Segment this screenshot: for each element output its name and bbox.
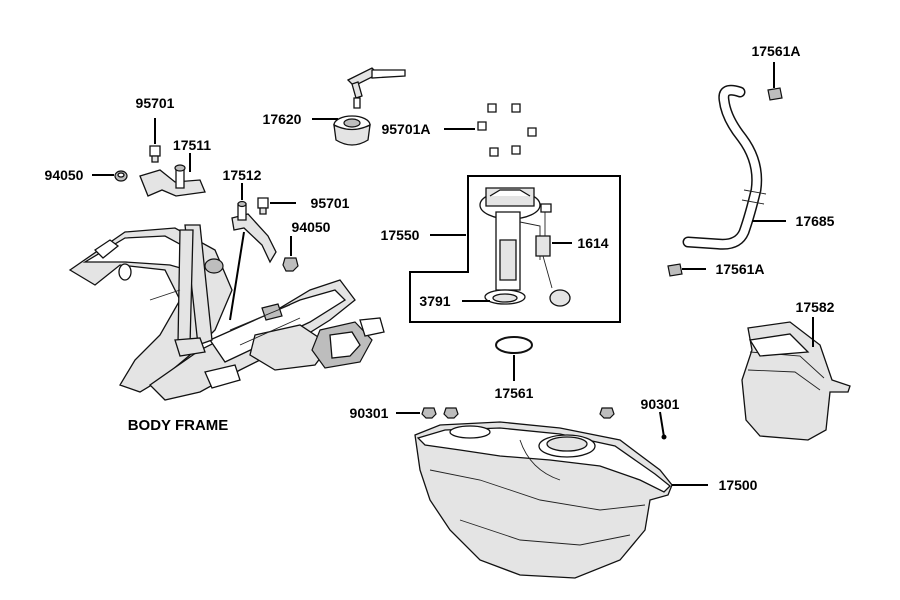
- label-17561: 17561: [495, 385, 534, 401]
- fuel-pump-17550: [479, 187, 541, 305]
- bolts-95701a: [477, 103, 537, 157]
- label-body-frame: BODY FRAME: [128, 417, 229, 434]
- label-95701a: 95701A: [381, 121, 430, 137]
- label-95701-top: 95701: [136, 95, 175, 111]
- bracket-17511: [139, 164, 206, 197]
- fuel-level-sender-1614: [535, 203, 571, 307]
- body-frame-drawing: [68, 224, 385, 401]
- leader-lines: [92, 62, 814, 486]
- label-17512: 17512: [223, 167, 262, 183]
- label-90301-right: 90301: [641, 396, 680, 412]
- nut-90301-right: [599, 407, 615, 419]
- nut-94050-mid: [282, 257, 299, 272]
- label-17685: 17685: [796, 213, 835, 229]
- nuts-90301-left: [421, 407, 459, 419]
- fuel-cap-17620: [333, 115, 371, 146]
- hose-17685: [682, 84, 767, 250]
- fuel-pump-group-box: [409, 175, 621, 323]
- label-17561a-bottom: 17561A: [715, 261, 764, 277]
- keys-drawing: [346, 67, 406, 109]
- clamp-17561a-bottom: [667, 263, 683, 277]
- label-90301-left: 90301: [350, 405, 389, 421]
- o-ring-17561: [495, 336, 533, 354]
- bolt-95701-mid: [257, 197, 269, 215]
- label-94050-mid: 94050: [292, 219, 331, 235]
- nut-94050-left: [114, 170, 128, 182]
- label-94050-left: 94050: [45, 167, 84, 183]
- bracket-17512: [231, 200, 277, 264]
- part-labels: 95701 17511 94050 17620 17512 95701 9405…: [45, 43, 835, 493]
- fuel-tank-17500: [414, 421, 673, 579]
- label-17582: 17582: [796, 299, 835, 315]
- label-1614: 1614: [577, 235, 608, 251]
- label-17500: 17500: [719, 477, 758, 493]
- label-17550: 17550: [381, 227, 420, 243]
- heat-shield-17582: [741, 321, 851, 441]
- bolt-95701-top: [149, 145, 161, 163]
- label-3791: 3791: [419, 293, 450, 309]
- label-17561a-top: 17561A: [751, 43, 800, 59]
- label-17620: 17620: [263, 111, 302, 127]
- clamp-17561a-top: [767, 87, 783, 101]
- label-95701-mid: 95701: [311, 195, 350, 211]
- filter-3791: [492, 293, 518, 303]
- label-17511: 17511: [173, 137, 211, 153]
